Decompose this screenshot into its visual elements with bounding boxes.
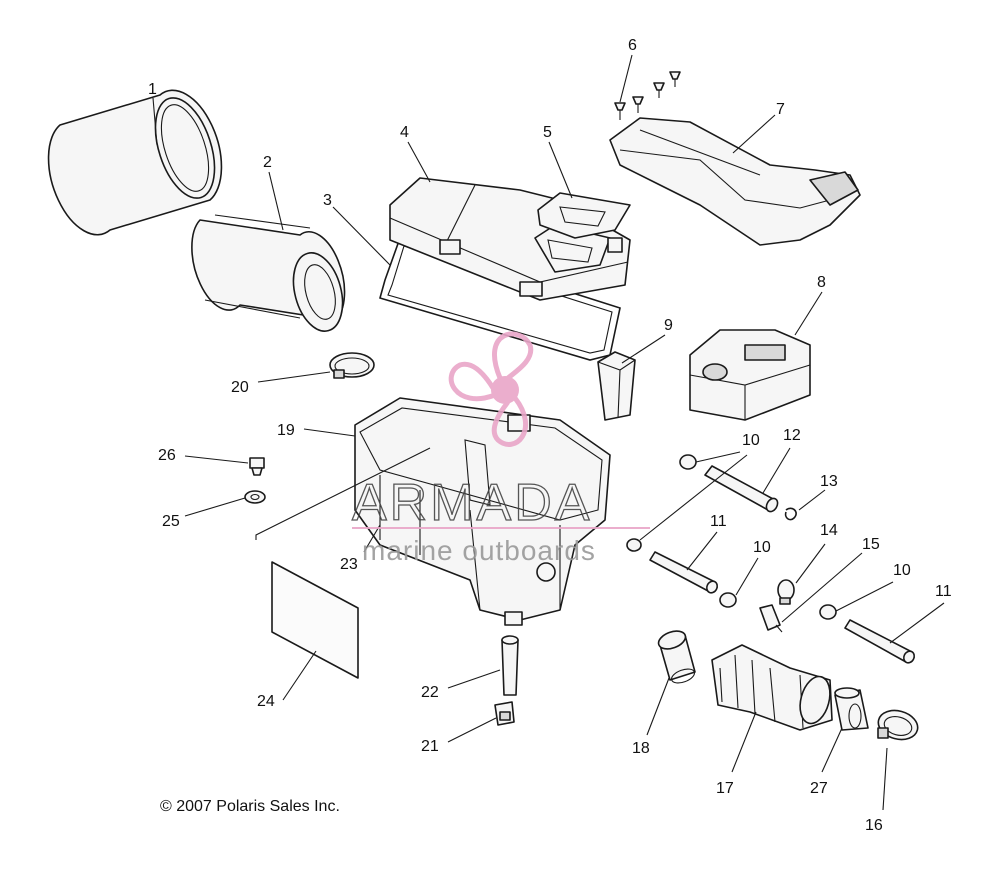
callout-8: 8 xyxy=(817,274,826,291)
part-26-bolt xyxy=(249,457,265,476)
callout-19: 19 xyxy=(277,422,295,439)
callout-13: 13 xyxy=(820,473,838,490)
callout-11-a: 11 xyxy=(710,513,727,530)
part-10-clamp-b xyxy=(626,538,642,552)
part-17-intake-boot xyxy=(711,644,833,731)
part-7-intake-duct xyxy=(609,117,861,246)
part-22-drain-tube xyxy=(501,635,519,696)
callout-11-b: 11 xyxy=(935,583,952,600)
part-21-drain-valve xyxy=(494,701,515,726)
part-16-clamp xyxy=(877,709,919,741)
part-1-prefilter xyxy=(47,89,223,236)
propeller-logo-icon xyxy=(448,331,534,447)
callout-2: 2 xyxy=(263,154,272,171)
part-11-hose-a xyxy=(649,551,719,594)
part-9-foam-bar xyxy=(597,351,636,421)
watermark-name: ARMADA xyxy=(352,474,592,532)
callout-10-a: 10 xyxy=(742,432,760,449)
part-24-decal xyxy=(271,561,359,679)
callout-15: 15 xyxy=(862,536,880,553)
callout-25: 25 xyxy=(162,513,180,530)
callout-5: 5 xyxy=(543,124,552,141)
part-6-screws xyxy=(614,71,681,120)
part-10-clamp-d xyxy=(819,604,837,620)
part-13-clip xyxy=(784,507,797,521)
part-4-airbox-lid xyxy=(389,177,631,301)
callout-10-c: 10 xyxy=(893,562,911,579)
part-25-washer xyxy=(244,490,266,504)
watermark-tagline: marine outboards xyxy=(362,535,596,566)
callout-20: 20 xyxy=(231,379,249,396)
part-20-clamp xyxy=(329,352,375,379)
callout-23: 23 xyxy=(340,556,358,573)
part-8-foam-block xyxy=(689,329,811,421)
part-12-hose xyxy=(704,465,779,513)
callout-9: 9 xyxy=(664,317,673,334)
callout-10-b: 10 xyxy=(753,539,771,556)
part-11-hose-b xyxy=(844,619,916,664)
part-10-clamp-c xyxy=(719,592,737,608)
part-27-coupler xyxy=(834,687,869,731)
callout-17: 17 xyxy=(716,780,734,797)
callout-4: 4 xyxy=(400,124,409,141)
callout-26: 26 xyxy=(158,447,176,464)
callout-6: 6 xyxy=(628,37,637,54)
callout-16: 16 xyxy=(865,817,883,834)
part-5-access-cover xyxy=(537,192,631,239)
callout-1: 1 xyxy=(148,81,157,98)
callout-24: 24 xyxy=(257,693,275,710)
part-2-filter-element xyxy=(191,214,346,332)
copyright-notice: © 2007 Polaris Sales Inc. xyxy=(160,798,340,815)
callout-22: 22 xyxy=(421,684,439,701)
callout-numbers: 1 2 3 4 5 6 7 8 9 10 10 10 11 11 12 13 1… xyxy=(148,37,952,834)
armada-watermark: ARMADA marine outboards xyxy=(351,331,650,566)
part-14-clamp xyxy=(777,579,795,605)
part-18-ring xyxy=(657,630,696,684)
callout-18: 18 xyxy=(632,740,650,757)
leader-lines xyxy=(152,54,945,811)
callout-27: 27 xyxy=(810,780,828,797)
callout-3: 3 xyxy=(323,192,332,209)
callout-7: 7 xyxy=(776,101,785,118)
callout-21: 21 xyxy=(421,738,439,755)
part-10-clamp-a xyxy=(679,454,697,470)
part-15-fitting xyxy=(759,604,783,633)
callout-12: 12 xyxy=(783,427,801,444)
callout-14: 14 xyxy=(820,522,838,539)
